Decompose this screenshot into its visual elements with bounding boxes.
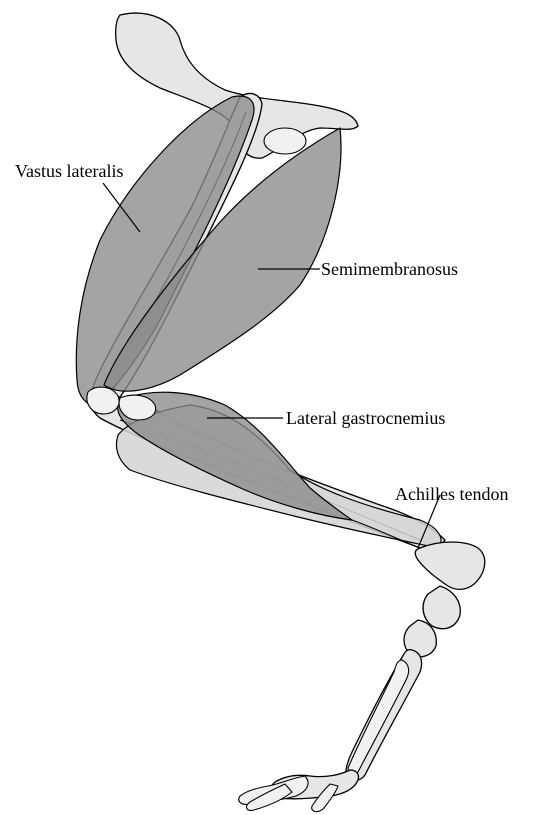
ankle-tarsals [404,542,485,657]
toes [239,770,359,812]
metatarsals [346,650,422,781]
lateral-gastrocnemius-label: Lateral gastrocnemius [286,408,445,428]
achilles-tendon-label: Achilles tendon [395,484,508,504]
acetabulum [264,128,306,154]
vastus-lateralis-label: Vastus lateralis [15,161,123,181]
semimembranosus-label: Semimembranosus [321,259,458,279]
